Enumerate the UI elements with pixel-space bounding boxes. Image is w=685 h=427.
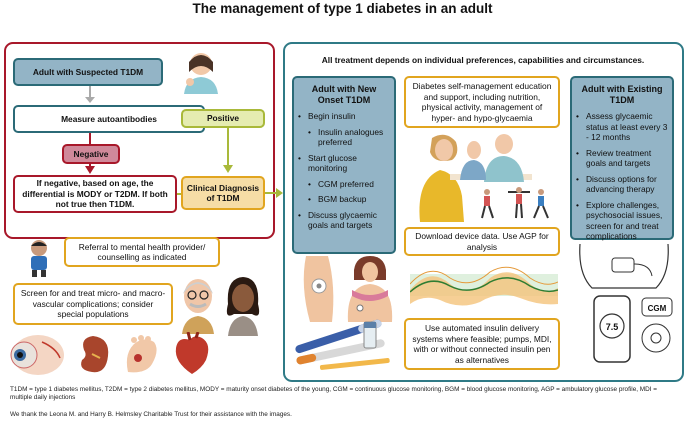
positive-box: Positive (181, 109, 265, 128)
acknowledgement: We thank the Leona M. and Harry B. Helms… (10, 411, 292, 418)
page-title: The management of type 1 diabetes in an … (192, 1, 493, 16)
arrow-down-positive (223, 128, 233, 173)
negative-box: Negative (62, 144, 120, 164)
treatment-header: All treatment depends on individual pref… (321, 55, 645, 65)
new-onset-item: Discuss glycaemic goals and targets (298, 210, 390, 231)
phone-cgm-icon: 7.5 (593, 295, 631, 363)
screen-complications-box: Screen for and treat micro- and macro-va… (13, 283, 173, 325)
foot-icon (126, 335, 157, 373)
arrow-down-1 (85, 86, 95, 103)
clinical-diagnosis-box: Clinical Diagnosis of T1DM (181, 176, 265, 210)
new-onset-subitem: CGM preferred (298, 179, 390, 190)
eye-icon (10, 335, 64, 375)
stressed-person-icon (31, 240, 47, 277)
existing-item: Discuss options for advancing therapy (576, 174, 668, 195)
existing-item: Explore challenges, psychosocial issues,… (576, 200, 668, 242)
negative-differential-box: If negative, based on age, the different… (13, 175, 177, 213)
new-onset-subitem: BGM backup (298, 194, 390, 205)
older-man-icon (182, 279, 214, 334)
heart-icon (175, 332, 209, 374)
existing-title: Adult with Existing T1DM (581, 84, 663, 105)
referral-box: Referral to mental health provider/ coun… (64, 237, 220, 267)
woman-icon (226, 277, 260, 336)
existing-column: Adult with Existing T1DM Assess glycaemi… (570, 76, 674, 242)
kidney-icon (81, 336, 109, 373)
insulin-pens-illustration (295, 319, 390, 370)
body-pump-illustration (579, 244, 669, 289)
new-onset-item: Start glucose monitoring (298, 153, 390, 174)
download-data-box: Download device data. Use AGP for analys… (404, 227, 560, 256)
abbreviations-footnote: T1DM = type 1 diabetes mellitus, T2DM = … (10, 386, 658, 402)
cgm-label: CGM (648, 304, 667, 313)
arrow-to-treatment (265, 188, 283, 198)
agp-chart-illustration (410, 260, 558, 312)
suspected-t1dm-box: Adult with Suspected T1DM (13, 58, 163, 86)
cgm-sensor-icon: CGM (641, 297, 673, 353)
automated-insulin-box: Use automated insulin delivery systems w… (404, 318, 560, 370)
consultation-illustration (419, 134, 549, 222)
thinking-person-icon (184, 53, 218, 94)
arm-sensor-illustration (303, 256, 334, 322)
pump-user-illustration (347, 256, 393, 322)
existing-item: Assess glycaemic status at least every 3… (576, 111, 668, 143)
measure-autoantibodies-box: Measure autoantibodies (13, 105, 205, 133)
new-onset-column: Adult with New Onset T1DM Begin insulin … (292, 76, 396, 254)
education-box: Diabetes self-management education and s… (404, 76, 560, 128)
glucose-reading: 7.5 (606, 322, 619, 332)
new-onset-title: Adult with New Onset T1DM (311, 84, 377, 105)
new-onset-subitem: Insulin analogues preferred (298, 127, 390, 148)
existing-item: Review treatment goals and targets (576, 148, 668, 169)
new-onset-item: Begin insulin (298, 111, 390, 122)
